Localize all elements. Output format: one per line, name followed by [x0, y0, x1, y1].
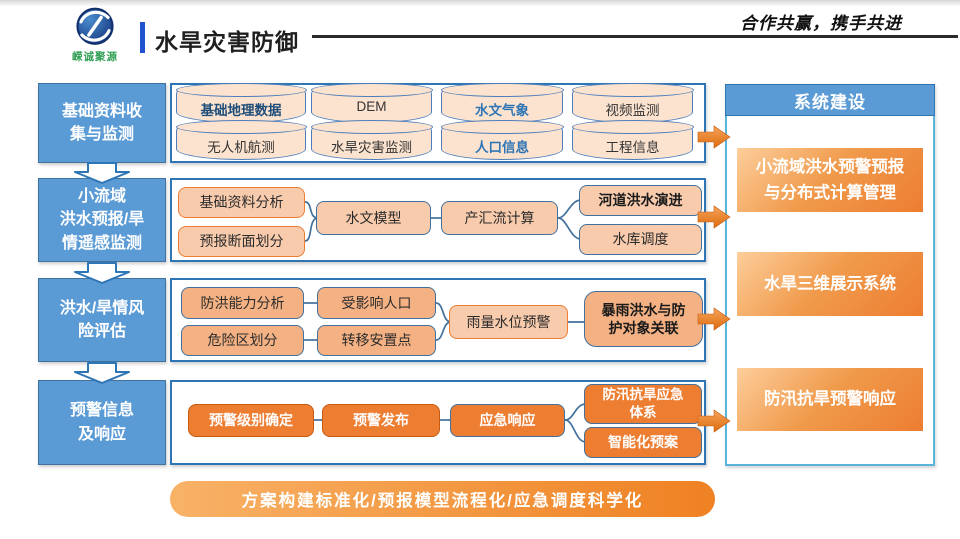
cylinder-cap	[571, 120, 694, 134]
slogan-text: 合作共赢，携手共进	[740, 14, 902, 33]
logo-globe-icon	[76, 7, 114, 45]
db-cylinder: 基础地理数据	[175, 83, 307, 123]
cylinder-cap	[310, 120, 433, 134]
process-box: 应急响应	[450, 404, 565, 437]
system-item: 水旱三维展示系统	[737, 252, 923, 316]
db-cylinder: 无人机航测	[175, 120, 307, 160]
process-box: 受影响人口	[317, 287, 436, 319]
process-box: 产汇流计算	[441, 201, 558, 235]
logo-text: 嵘诚聚源	[72, 51, 118, 63]
process-box: 水文模型	[316, 201, 431, 235]
process-box: 防洪能力分析	[181, 287, 304, 319]
db-cylinder: 水旱灾害监测	[310, 120, 433, 160]
process-box: 预报断面划分	[178, 226, 305, 257]
stage4-category: 预警信息 及响应	[38, 380, 166, 465]
process-box: 雨量水位预警	[449, 305, 568, 339]
stage2-category: 小流域 洪水预报/旱 情遥感监测	[38, 178, 166, 262]
process-box: 暴雨洪水与防 护对象关联	[584, 291, 703, 347]
title-accent-bar	[140, 22, 145, 53]
process-box: 转移安置点	[317, 325, 436, 356]
stage3-category: 洪水/旱情风 险评估	[38, 278, 166, 362]
system-item: 小流域洪水预警预报 与分布式计算管理	[737, 148, 923, 212]
process-box: 基础资料分析	[178, 187, 305, 218]
cylinder-cap	[175, 83, 307, 97]
process-box: 河道洪水演进	[579, 185, 702, 216]
bottom-banner: 方案构建标准化/预报模型流程化/应急调度科学化	[170, 481, 715, 517]
title-underline	[312, 35, 958, 38]
db-cylinder: 水文气象	[440, 83, 564, 123]
system-panel-title: 系统建设	[725, 84, 935, 116]
top-divider	[0, 0, 960, 6]
process-box: 预警发布	[322, 404, 440, 437]
process-box: 水库调度	[579, 224, 702, 255]
process-box: 智能化预案	[584, 427, 702, 458]
db-cylinder: 人口信息	[440, 120, 564, 160]
page-title: 水旱灾害防御	[155, 29, 299, 55]
stage1-category: 基础资料收 集与监测	[38, 83, 166, 163]
db-cylinder: DEM	[310, 83, 433, 123]
system-item: 防汛抗旱预警响应	[737, 368, 923, 431]
company-logo: 嵘诚聚源	[52, 7, 138, 63]
cylinder-cap	[440, 120, 564, 134]
db-cylinder: 工程信息	[571, 120, 694, 160]
cylinder-cap	[310, 83, 433, 97]
cylinder-cap	[175, 120, 307, 134]
process-box: 防汛抗旱应急 体系	[584, 384, 702, 424]
cylinder-cap	[571, 83, 694, 97]
process-box: 危险区划分	[181, 325, 304, 356]
process-box: 预警级别确定	[188, 404, 314, 437]
db-cylinder: 视频监测	[571, 83, 694, 123]
cylinder-cap	[440, 83, 564, 97]
